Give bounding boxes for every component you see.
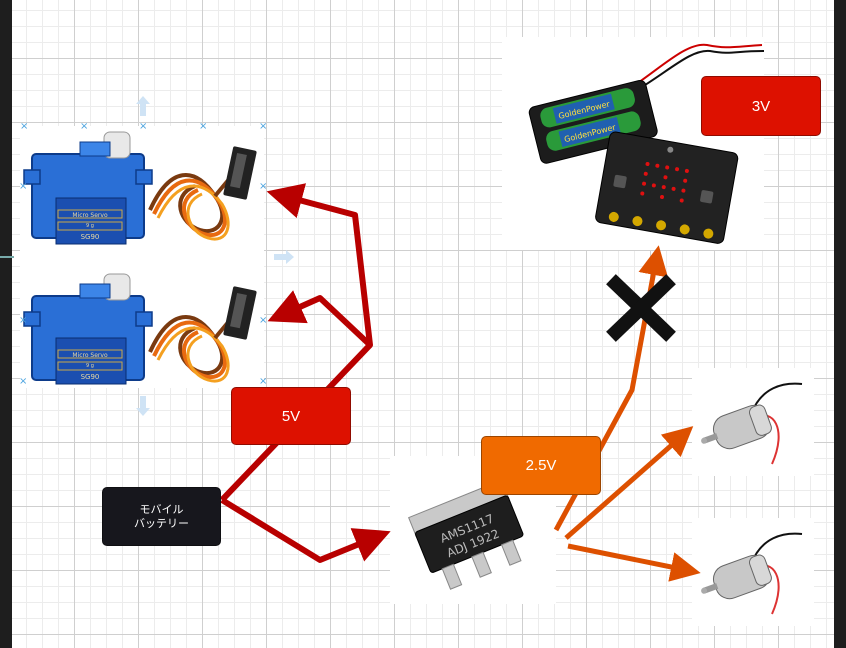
- selection-handle[interactable]: ×: [259, 181, 268, 192]
- arrow-to-servo-bottom[interactable]: [267, 290, 373, 348]
- dc-motor-top-image[interactable]: [692, 368, 814, 476]
- servo-illustration: Micro Servo 9 g SG90 Micro Se: [23, 131, 257, 385]
- servo-image[interactable]: Micro Servo 9 g SG90 Micro Se: [20, 126, 264, 388]
- arrow-to-regulator[interactable]: [220, 497, 391, 563]
- microbit-illustration: GoldenPower GoldenPower: [528, 43, 765, 244]
- selection-handle[interactable]: ×: [259, 376, 268, 387]
- x-mark-icon: [606, 274, 676, 342]
- label-battery[interactable]: モバイル バッテリー: [102, 487, 221, 546]
- dc-motor-bottom-image[interactable]: [692, 518, 814, 626]
- selection-handle[interactable]: ×: [259, 315, 268, 326]
- selection-handle[interactable]: ×: [20, 121, 29, 132]
- servo-label-1a: Micro Servo: [72, 212, 108, 219]
- label-5v[interactable]: 5V: [231, 387, 351, 445]
- servo-label-2a: Micro Servo: [72, 352, 108, 359]
- arrow-to-motor-top[interactable]: [564, 426, 694, 540]
- selection-handle[interactable]: ×: [259, 121, 268, 132]
- arrow-to-motor-bottom[interactable]: [567, 543, 701, 582]
- motor-illustration-1: [701, 382, 803, 465]
- selection-handle[interactable]: ×: [80, 121, 89, 132]
- servo-bottom: Micro Servo 9 g SG90: [23, 273, 257, 385]
- label-3v[interactable]: 3V: [701, 76, 821, 136]
- arrow-to-servo-top[interactable]: [219, 183, 373, 503]
- selection-handle[interactable]: ×: [139, 121, 148, 132]
- selection-handle[interactable]: ×: [19, 376, 28, 387]
- selection-handle[interactable]: ×: [19, 181, 28, 192]
- label-2-5v[interactable]: 2.5V: [481, 436, 601, 495]
- selection-handle[interactable]: ×: [19, 315, 28, 326]
- motor-illustration-2: [701, 532, 803, 615]
- selection-handle[interactable]: ×: [199, 121, 208, 132]
- servo-label-2c: SG90: [81, 373, 100, 381]
- servo-label-1c: SG90: [81, 233, 100, 241]
- microbit-image[interactable]: GoldenPower GoldenPower: [502, 37, 765, 250]
- servo-label-1b: 9 g: [86, 223, 94, 229]
- servo-label-2b: 9 g: [86, 363, 94, 369]
- servo-top: Micro Servo 9 g SG90: [23, 131, 257, 245]
